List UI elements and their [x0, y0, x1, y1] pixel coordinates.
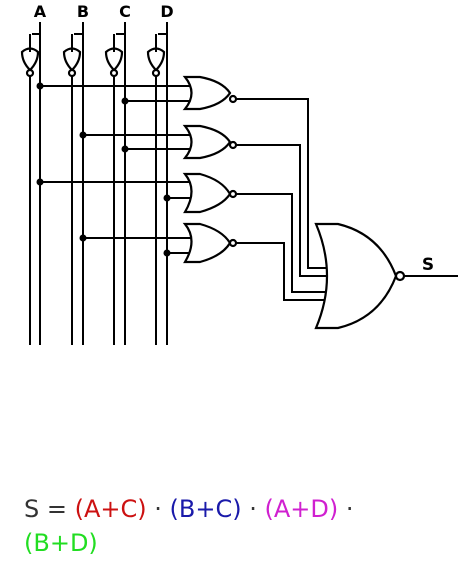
nor-gate-final: [314, 222, 406, 330]
or-gate-1-inputs: [36, 82, 196, 105]
boolean-expression: S = (A+C) · (B+C) · (A+D) · (B+D): [24, 492, 464, 560]
not-gate-d: [146, 22, 168, 78]
nor-gate-1: [182, 75, 238, 111]
or-gate-3-inputs: [36, 178, 196, 202]
not-gate-b: [62, 22, 84, 78]
not-gate-c: [104, 22, 126, 78]
input-label-c: C: [119, 2, 131, 21]
equation-separator: ·: [146, 495, 170, 523]
equation-lhs: S =: [24, 495, 75, 523]
input-label-d: D: [160, 2, 173, 21]
nor-gate-4: [182, 222, 238, 264]
nor-gate-3: [182, 172, 238, 214]
term-b-plus-c: (B+C): [169, 495, 242, 523]
nor-gate-2: [182, 124, 238, 160]
equation-separator: ·: [241, 495, 265, 523]
output-label-s: S: [422, 255, 434, 275]
input-label-b: B: [77, 2, 89, 21]
input-label-a: A: [34, 2, 47, 21]
equation-separator: ·: [338, 495, 362, 523]
not-gate-a: [20, 22, 41, 78]
term-b-plus-d: (B+D): [24, 529, 98, 557]
or-gate-2-inputs: [79, 131, 196, 153]
or-gate-4-inputs: [79, 234, 196, 257]
term-a-plus-d: (A+D): [264, 495, 339, 523]
intermediate-wires: [236, 98, 330, 301]
term-a-plus-c: (A+C): [74, 495, 147, 523]
